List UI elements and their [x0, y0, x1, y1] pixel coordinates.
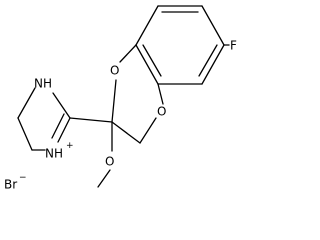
fluorine-label: F [230, 39, 237, 53]
imidazoline-nh-plus-label: NH [45, 147, 63, 161]
bromide-charge-label: − [19, 173, 27, 183]
methoxy-oxygen-label: O [105, 155, 114, 169]
dioxane-ring [111, 44, 164, 144]
benzene-ring [135, 5, 225, 85]
ring-oxygen-top-label: O [110, 64, 119, 78]
imidazoline-nh-label: NH [34, 77, 52, 91]
imidazoline-charge-label: + [66, 141, 74, 151]
ring-oxygen-bottom-label: O [157, 105, 166, 119]
imidazoline-ring [17, 87, 113, 151]
methoxy-group [97, 121, 113, 188]
bromide-label: Br [4, 178, 17, 192]
chemical-structure: F O O O NH NH + Br − [4, 5, 237, 192]
